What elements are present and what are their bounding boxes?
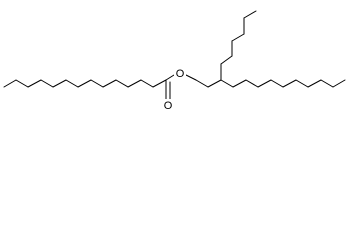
acyl-bond [65, 79, 79, 88]
hexyl-bond [231, 33, 245, 42]
acyl-bond [52, 79, 67, 88]
octyl-bond [270, 79, 284, 88]
acyl-bond [102, 79, 117, 88]
ester-c-o-bond [165, 74, 175, 81]
octyl-bond [307, 79, 322, 88]
acyl-bond [115, 79, 129, 88]
ester-o-ch2-bond [185, 74, 197, 81]
octyl-bond [257, 79, 272, 88]
octyl-bond [282, 79, 297, 88]
octyl-chain [220, 79, 346, 88]
acyl-bond [77, 79, 92, 88]
octyl-bond [232, 79, 247, 88]
acyl-bond [140, 79, 154, 88]
acyl-bond [90, 79, 104, 88]
acyl-bond [27, 79, 42, 88]
chemical-structure-diagram: O O [3, 10, 346, 112]
acyl-bond [15, 79, 29, 88]
alkoxy-linker [195, 79, 222, 88]
hexyl-bond [220, 55, 233, 65]
carbonyl-oxygen-bg [162, 99, 174, 112]
hexyl-branch [220, 10, 257, 81]
octyl-bond [320, 79, 334, 88]
alkoxy-bond [195, 79, 209, 88]
acyl-chain [3, 79, 167, 88]
acyl-bond [3, 79, 17, 88]
octyl-bond [332, 79, 346, 88]
octyl-bond [295, 79, 309, 88]
acyl-bond [40, 79, 54, 88]
ester-oxygen-label: O [176, 68, 185, 80]
acyl-bond [152, 79, 167, 88]
octyl-bond [245, 79, 259, 88]
carbonyl-oxygen-label: O [164, 100, 173, 112]
octyl-bond [220, 79, 234, 88]
acyl-bond [127, 79, 142, 88]
hexyl-bond [243, 10, 257, 19]
ester-oxygen-bg [174, 68, 186, 81]
alkoxy-bond [207, 79, 222, 88]
ester-group: O O [162, 68, 197, 112]
